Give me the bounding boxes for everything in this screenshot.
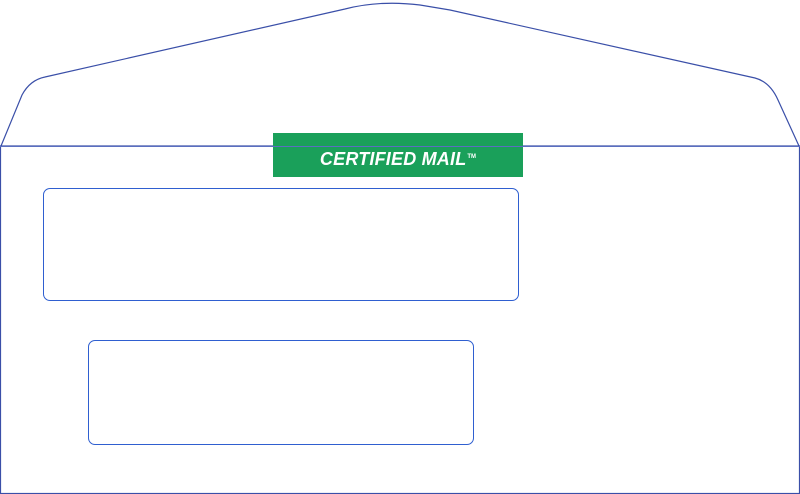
trademark-mark: TM xyxy=(467,154,477,160)
certified-mail-label: CERTIFIED MAIL xyxy=(319,149,467,169)
return-address-window xyxy=(88,340,474,445)
envelope-flap xyxy=(0,2,800,147)
address-window xyxy=(43,188,519,301)
